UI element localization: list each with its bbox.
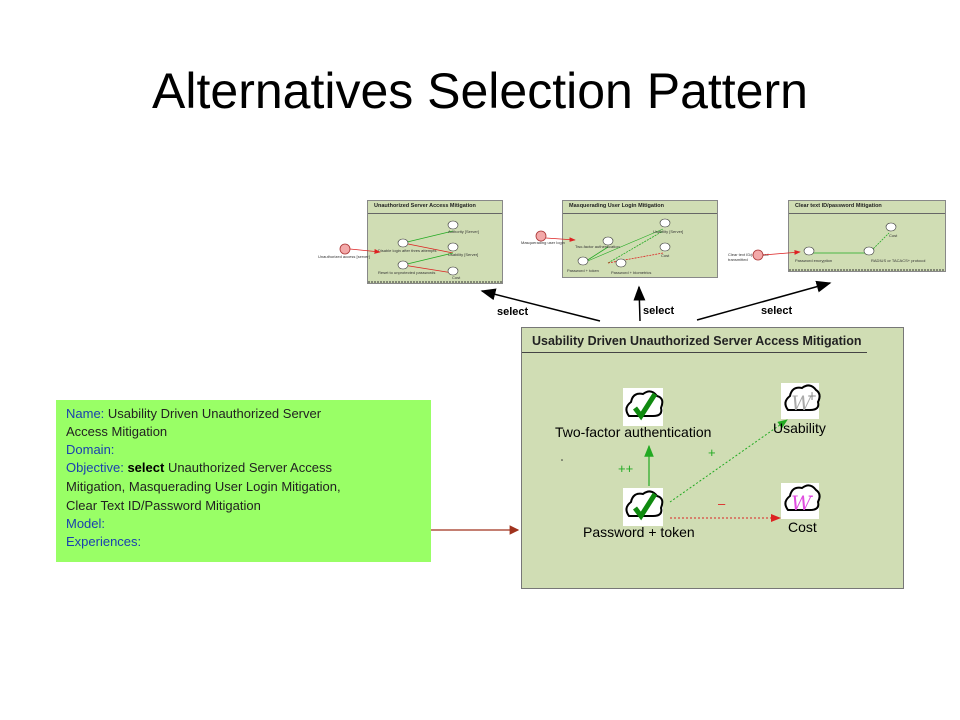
contribution-pp-label: ++ <box>618 461 634 476</box>
password-cloud-icon <box>623 488 664 526</box>
thumbnail-clear-text-password: Clear text ID/password Mitigation Cost P… <box>788 200 946 272</box>
softgoal-icon <box>535 230 547 242</box>
thumbnail-graph <box>368 220 502 283</box>
thumbnail-text: Reset to unprotected passwords <box>378 270 436 275</box>
thumbnail-text: Clear text ID/password transmitted <box>728 252 769 262</box>
select-label: select <box>761 305 793 317</box>
thumbnail-tab <box>789 201 945 214</box>
contribution-minus-label: – <box>718 496 726 511</box>
softgoal-icon <box>752 249 764 261</box>
thumbnail-title: Masquerading User Login Mitigation <box>569 203 665 209</box>
thumbnail-text: Usability [Server] <box>653 229 684 234</box>
select-arrow <box>633 285 646 322</box>
model-key: Model: <box>66 516 106 531</box>
pattern-objective-row: Objective: select Unauthorized Server Ac… <box>66 460 332 475</box>
pattern-name-row-2: Access Mitigation <box>66 424 168 439</box>
thumbnail-text: RADIUS or TACACS+ protocol <box>871 258 926 263</box>
usability-softgoal-icon: W + <box>781 383 821 419</box>
main-model-graph: W + W - <box>561 383 821 526</box>
objective-line-3: Clear Text ID/Password Mitigation <box>66 498 261 513</box>
objective-select: select <box>127 460 165 475</box>
page-title: Alternatives Selection Pattern <box>152 63 808 119</box>
select-label: select <box>643 305 675 317</box>
thumbnail-text: Password + biometrics <box>611 270 652 275</box>
thumbnail-text: Password + token <box>567 268 599 273</box>
thumbnail-masquerading-user-login: Masquerading User Login Mitigation Usabi… <box>562 200 718 278</box>
svg-text:W: W <box>791 491 813 515</box>
thumbnail-graph <box>789 222 945 271</box>
objective-value: Unauthorized Server Access <box>167 460 332 475</box>
thumbnail-title: Clear text ID/password Mitigation <box>795 203 882 209</box>
thumbnail-text: Two-factor authentication <box>575 244 620 249</box>
name-value: Usability Driven Unauthorized Server <box>107 406 322 421</box>
thumbnail-graph <box>577 218 671 268</box>
thumbnail-text: Disable login after thres attempts <box>378 248 437 253</box>
main-tab-line <box>522 352 867 353</box>
cost-softgoal-icon: W - <box>781 483 821 519</box>
objective-key: Objective: <box>66 460 124 475</box>
select-label: select <box>497 306 529 318</box>
thumbnail-text: Masquerading user login <box>521 240 565 245</box>
svg-text:W: W <box>791 391 813 415</box>
node-usability-label: Usability <box>773 420 826 436</box>
pattern-name-row: Name: Usability Driven Unauthorized Serv… <box>66 406 321 421</box>
select-arrow <box>480 288 601 322</box>
node-password-label: Password + token <box>583 524 695 540</box>
thumbnail-unauthorized-server-access: Unauthorized Server Access Mitigation Au… <box>367 200 503 284</box>
contribution-plus-label: + <box>708 445 716 460</box>
thumbnail-text: Password encryption <box>795 258 833 263</box>
name-key: Name: <box>66 406 105 421</box>
thumbnail-tab <box>368 201 502 214</box>
two-factor-cloud-icon <box>623 388 664 426</box>
pattern-description-box: Name: Usability Driven Unauthorized Serv… <box>56 400 431 562</box>
softgoal-icon <box>339 243 351 255</box>
thumbnail-text: Cost <box>661 253 670 258</box>
main-model-title: Usability Driven Unauthorized Server Acc… <box>532 334 862 348</box>
thumbnail-text: Cost <box>452 275 461 280</box>
select-arrow <box>696 280 832 321</box>
node-cost-label: Cost <box>788 519 817 535</box>
main-model-box: Usability Driven Unauthorized Server Acc… <box>521 327 904 589</box>
thumbnail-text: Usability [Server] <box>448 252 479 257</box>
experiences-key: Experiences: <box>66 534 142 549</box>
thumbnail-text: Cost <box>889 233 898 238</box>
svg-text:+: + <box>807 389 817 403</box>
thumbnail-title: Unauthorized Server Access Mitigation <box>374 203 476 209</box>
domain-key: Domain: <box>66 442 115 457</box>
svg-text:-: - <box>809 489 813 503</box>
thumbnail-tab <box>563 201 717 214</box>
objective-line-2: Mitigation, Masquerading User Login Miti… <box>66 479 341 494</box>
thumbnail-text: Authority [Server] <box>448 229 479 234</box>
thumbnail-text: Unauthorized access [server] <box>318 254 370 259</box>
node-two-factor-label: Two-factor authentication <box>555 424 712 440</box>
